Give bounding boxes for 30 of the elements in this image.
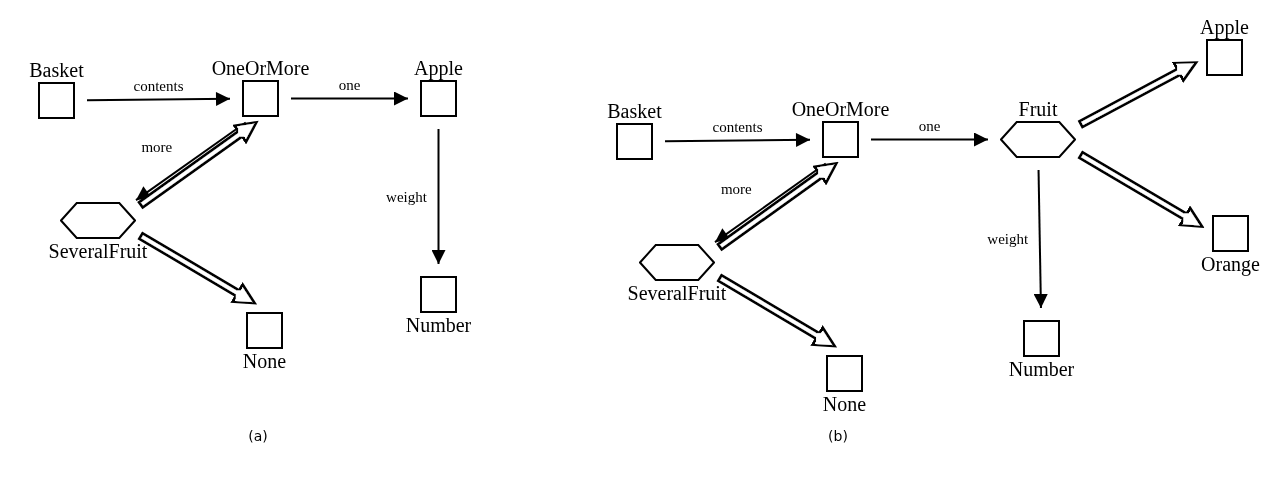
hollow-arrow (716, 161, 839, 252)
node-label: Basket (29, 58, 84, 82)
hollow-arrow (1077, 150, 1205, 228)
node-label: OneOrMore (211, 56, 310, 80)
node-label: Number (405, 313, 472, 337)
arrow (135, 121, 247, 202)
node-label: Apple (414, 56, 463, 80)
arrow (290, 91, 409, 106)
arrow (714, 162, 827, 244)
arrow (870, 132, 989, 147)
node-label: Fruit (1018, 97, 1058, 121)
arrow (664, 132, 811, 147)
hollow-arrow (716, 273, 838, 348)
arrow (86, 91, 231, 106)
node-label: None (242, 349, 287, 373)
panel-caption: (a) (248, 428, 268, 444)
hollow-arrow (137, 231, 258, 305)
hollow-arrow (137, 120, 259, 210)
arrow (1033, 169, 1048, 309)
node-label: Number (1008, 357, 1075, 381)
panel-caption: (b) (828, 428, 848, 444)
node-label: OneOrMore (791, 97, 890, 121)
node-label: SeveralFruit (48, 239, 148, 263)
node-label: Orange (1201, 252, 1260, 276)
hollow-arrow (1077, 61, 1199, 129)
arrow (431, 128, 446, 265)
node-label: Basket (607, 99, 662, 123)
node-label: None (822, 392, 867, 416)
node-label: SeveralFruit (627, 281, 727, 305)
node-label: Apple (1200, 15, 1249, 39)
